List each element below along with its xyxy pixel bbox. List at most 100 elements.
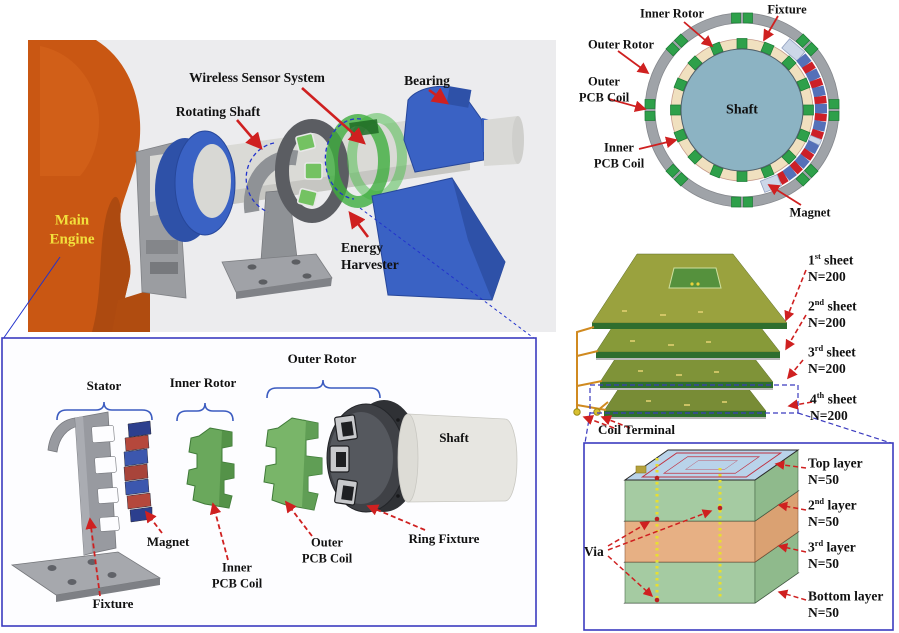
cs-shaft-label: Shaft [726,102,758,118]
main-engine-body [28,40,150,332]
exp-outer-pcb-line2: PCB Coil [301,551,353,565]
bottom-layer-post: layer [850,588,884,604]
exp-magnet-label: Magnet [146,534,190,550]
bearing-label: Bearing [404,72,450,88]
second-layer-turns: N=50 [808,514,839,530]
scene-arrows [236,87,450,238]
exp-inner-rotor-label: Inner Rotor [169,375,237,391]
cross-section-arrows [608,15,802,206]
cs-inner-rotor-label: Inner Rotor [639,6,705,21]
exp-outer-rotor-label: Outer Rotor [287,351,357,367]
left-shaft-collar [155,130,236,242]
cs-inner-pcb-line1: Inner [604,140,634,155]
exp-inner-pcb-label: Inner PCB Coil [212,560,262,591]
sheet-3-label: 3rd sheet N=200 [808,344,856,378]
third-layer-turns: N=50 [808,556,839,572]
bottom-layer-pre: Bottom [808,588,851,604]
exp-inner-pcb-line2: PCB Coil [211,576,263,590]
sheet-3-num: 3 [808,344,815,360]
main-engine-line2: Engine [49,231,95,247]
rotating-shaft-label: Rotating Shaft [175,103,261,119]
top-layer-post: layer [830,455,863,471]
zoom-connector-left [584,412,591,444]
cs-outer-pcb-line2: PCB Coil [578,90,630,104]
sheet-2-sup: nd [814,298,825,307]
exp-inner-pcb-line1: Inner [222,560,252,575]
cross-section-diagram [608,12,840,208]
second-layer-label: 2nd layer N=50 [808,497,857,531]
top-layer [623,449,800,481]
substrate-wall-3 [624,561,756,604]
sheet-arrows [582,269,813,429]
via-dots [654,475,723,603]
section-cut-marks [245,118,362,213]
shaft-section [680,48,804,172]
bearing-block [371,86,524,301]
via-label: Via [584,544,604,559]
sheet-1-word: sheet [820,252,854,268]
exp-shaft-label: Shaft [439,430,469,446]
sheet-3-word: sheet [823,344,856,360]
exploded-arrows [85,500,426,597]
sheet-2-word: sheet [824,298,857,314]
coil-terminal-dot-2 [593,408,601,416]
energy-line1: Energy [341,240,383,255]
sheet-1-label: 1st sheet N=200 [808,252,853,286]
outer-rotor-ring [645,13,839,207]
zoom-line-left [2,256,61,340]
sheet-4-word: sheet [824,391,857,407]
pcb-sheet-stack [573,253,892,444]
coil-terminal-wires [576,326,609,412]
third-layer-pre: 3 [808,539,815,555]
top-layer-label: Top layer N=50 [808,455,863,489]
bottom-layer-turns: N=50 [808,605,839,621]
cs-inner-pcb-line2: PCB Coil [593,156,645,170]
inner-pcb-coil-segments [670,38,814,182]
top-layer-pre: Top [808,455,831,471]
sheet-3-turns: N=200 [808,361,846,377]
energy-line2: Harvester [341,256,399,272]
sheet-2-turns: N=200 [808,315,846,331]
coil-terminal-label: Coil Terminal [598,422,675,437]
shaft-part [397,413,518,503]
top-layer-spiral [635,452,783,478]
energy-harvester-label: Energy Harvester [341,240,399,274]
top-layer-turns: N=50 [808,472,839,488]
magnet-strip [123,420,153,523]
exp-outer-pcb-line1: Outer [311,535,343,550]
sheet-4-label: 4th sheet N=200 [810,391,857,425]
sheet-texture [622,310,727,406]
harvester-stator-ring [275,119,349,223]
sheet-3-sup: rd [814,344,824,353]
cs-outer-pcb-label: Outer PCB Coil [579,74,629,105]
zoom-line-right [359,207,536,340]
sheet-1-sup: st [814,252,821,261]
exp-outer-pcb-label: Outer PCB Coil [302,535,352,566]
cs-fixture-label: Fixture [767,2,807,17]
substrate-wall-1 [624,479,756,522]
outer-pcb-coil-part [263,417,323,511]
sheet-4-turns: N=200 [810,408,848,424]
cs-outer-rotor-label: Outer Rotor [587,37,655,52]
wireless-sensor-label: Wireless Sensor System [189,69,325,85]
sheet4-zoom-rect [589,384,799,414]
sheet-2-label: 2nd sheet N=200 [808,298,857,332]
exp-fixture-label: Fixture [92,596,134,612]
substrate-wall-2 [624,520,756,563]
sheet-4-sup: th [816,391,825,400]
fixture-stand [10,411,162,602]
coil-terminal-dot-1 [573,408,581,416]
exploded-view-panel [1,337,537,627]
exp-ring-fixture-label: Ring Fixture [408,531,480,547]
exp-stator-label: Stator [86,378,122,394]
second-layer-pre: 2 [808,497,815,513]
via-lines [655,458,722,601]
zoom-connector-right [797,412,892,444]
layer-arrows [607,460,807,601]
sheet-1 [591,253,788,329]
sheet-1-num: 1 [808,252,815,268]
sheet-1-turns: N=200 [808,269,846,285]
scene-3d-render [2,40,556,340]
